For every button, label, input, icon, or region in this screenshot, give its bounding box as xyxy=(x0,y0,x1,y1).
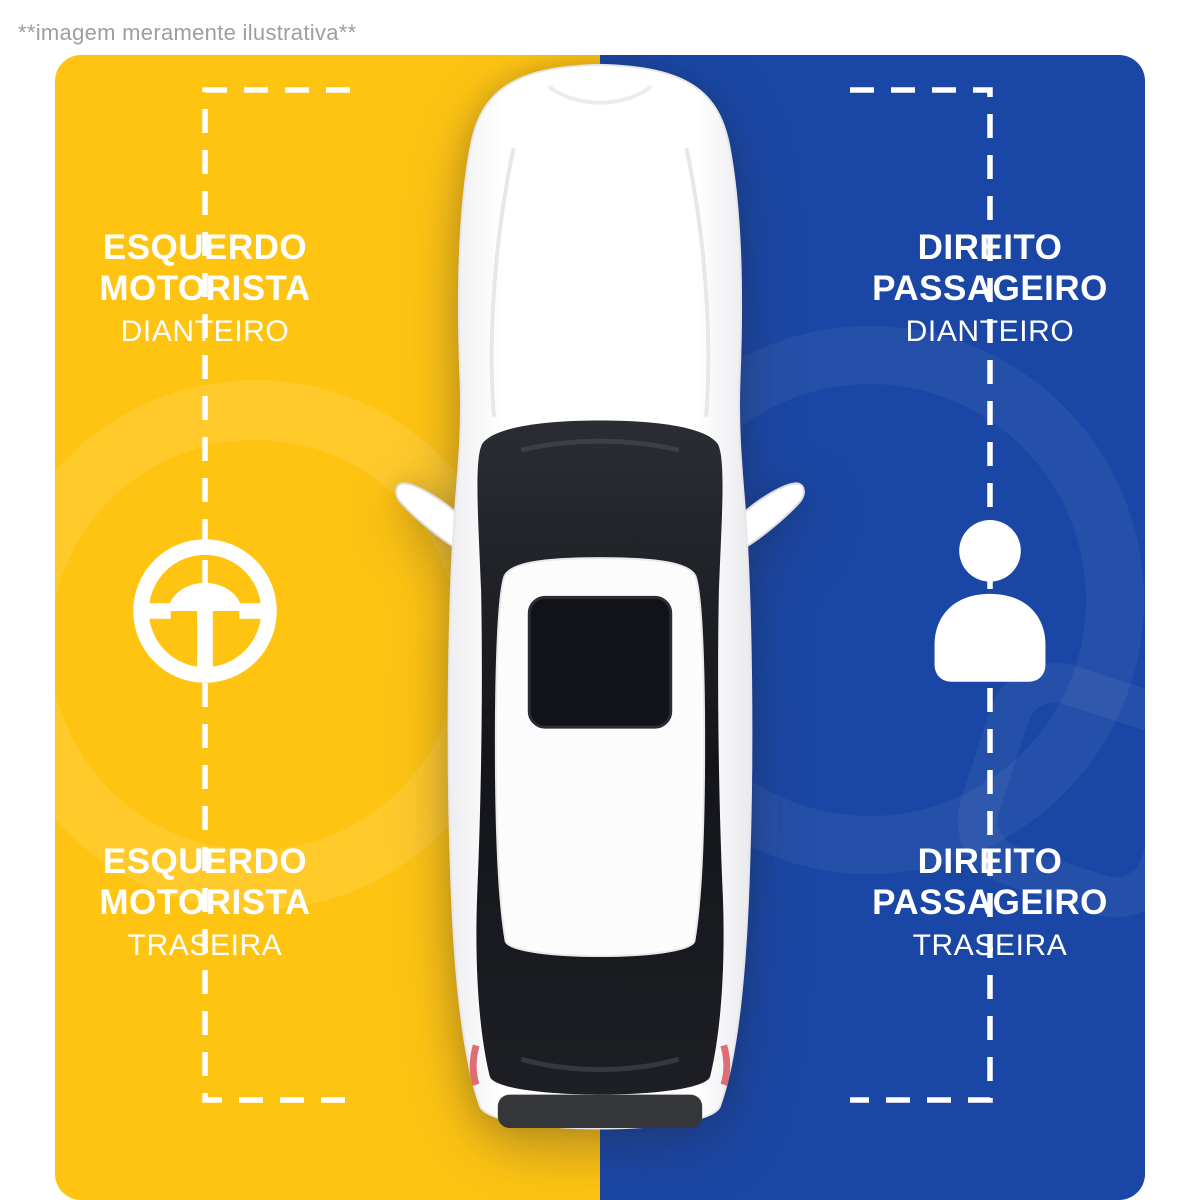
car-rear-bumper xyxy=(497,1094,703,1129)
label-left-front: ESQUERDO MOTORISTA DIANTEIRO xyxy=(55,227,355,349)
steering-wheel-icon xyxy=(127,533,283,689)
label-line-bold: PASSAGEIRO xyxy=(872,883,1108,923)
label-line-bold: DIREITO xyxy=(917,842,1063,881)
label-line-bold: DIREITO xyxy=(917,228,1063,267)
car-top-view-illustration xyxy=(395,63,805,1130)
label-left-rear: ESQUERDO MOTORISTA TRASEIRA xyxy=(55,841,355,963)
label-line-light: DIANTEIRO xyxy=(120,314,290,348)
person-icon xyxy=(913,511,1067,683)
label-line-light: TRASEIRA xyxy=(912,928,1068,962)
label-line-bold: ESQUERDO xyxy=(102,842,308,881)
right-mirror xyxy=(738,482,805,550)
label-line-light: TRASEIRA xyxy=(127,928,283,962)
label-right-rear: DIREITO PASSAGEIRO TRASEIRA xyxy=(840,841,1140,963)
label-line-bold: MOTORISTA xyxy=(99,269,311,309)
label-line-bold: MOTORISTA xyxy=(99,883,311,923)
color-panel: ESQUERDO MOTORISTA DIANTEIRO DIREITO PAS… xyxy=(55,55,1145,1200)
label-line-bold: ESQUERDO xyxy=(102,228,308,267)
label-right-front: DIREITO PASSAGEIRO DIANTEIRO xyxy=(840,227,1140,349)
car-sunroof xyxy=(527,595,673,729)
label-line-light: DIANTEIRO xyxy=(905,314,1075,348)
left-mirror xyxy=(395,482,462,550)
disclaimer-text: **imagem meramente ilustrativa** xyxy=(18,20,357,45)
label-line-bold: PASSAGEIRO xyxy=(872,269,1108,309)
